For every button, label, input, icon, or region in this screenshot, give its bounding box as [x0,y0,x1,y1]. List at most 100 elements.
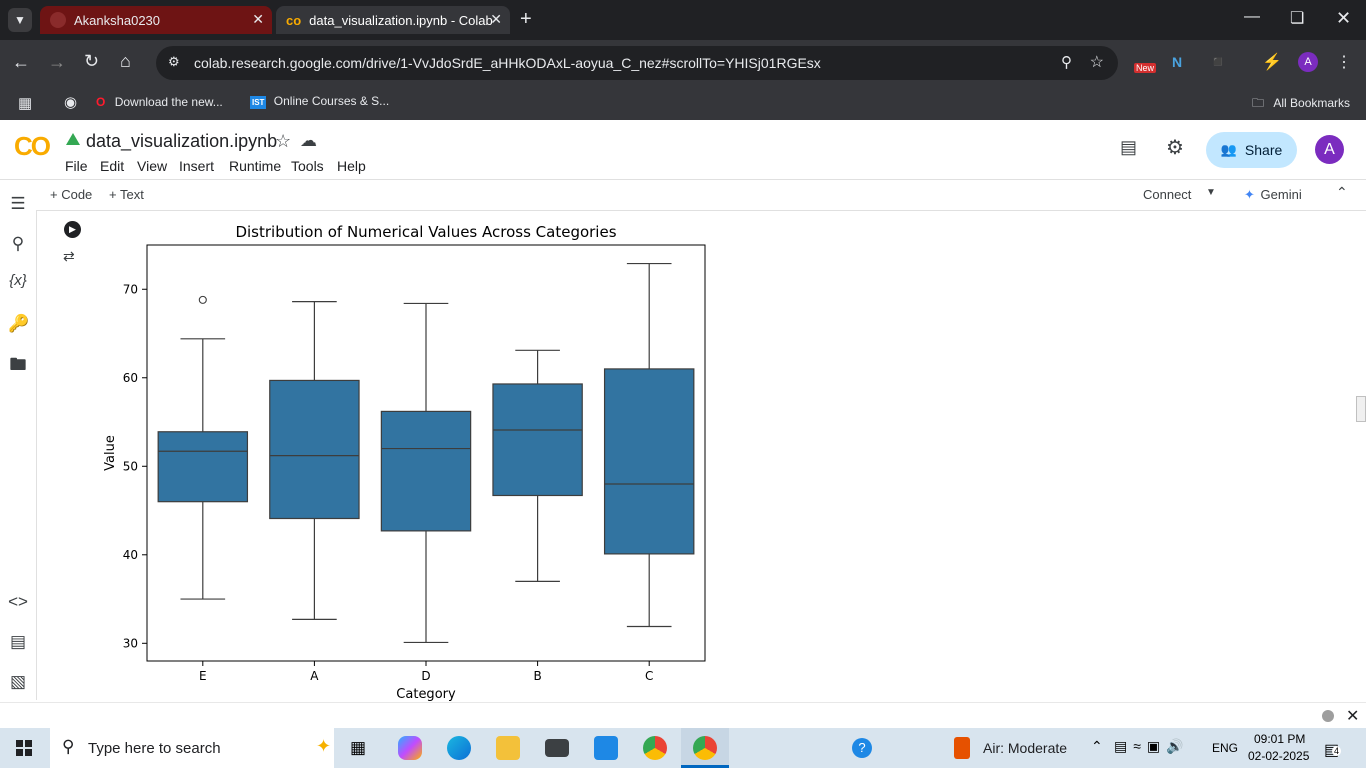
x-tick-label: A [310,669,319,683]
notebook-title[interactable]: data_visualization.ipynb [86,131,278,151]
scrollbar-thumb[interactable] [1356,396,1366,422]
site-info-icon[interactable]: ⚙ [168,54,180,69]
drive-icon [66,133,80,145]
secrets-key-icon[interactable]: 🔑 [8,314,30,333]
clock-date[interactable]: 02-02-2025 [1248,749,1310,763]
language-indicator[interactable]: ENG [1212,741,1239,755]
globe-icon[interactable]: ◉ [64,94,78,111]
performance-icon[interactable]: ⚡ [1262,54,1282,71]
reload-icon[interactable]: ↻ [84,51,100,71]
share-button[interactable]: 👥 Share [1206,132,1297,168]
zoom-icon[interactable]: ⚲ [1061,54,1072,71]
bookmark-label: Online Courses & S... [273,94,390,108]
vscode-icon[interactable] [594,736,618,760]
connect-dropdown-icon[interactable]: ▼ [1206,187,1216,198]
tab-search-button[interactable]: ▼ [8,8,32,32]
gemini-label: Gemini [1260,187,1302,202]
command-palette-icon[interactable]: ▤ [9,632,27,651]
minimize-button[interactable]: — [1244,8,1260,25]
bookmark-label: Download the new... [114,95,223,109]
colab-logo[interactable]: CO [14,131,51,161]
copilot-icon[interactable] [398,736,422,760]
gemini-sparkle-icon: ✦ [1244,187,1255,202]
tray-icons[interactable]: ▤≈▣🔊 [1114,738,1190,754]
settings-gear-icon[interactable]: ⚙ [1166,137,1184,159]
connect-button[interactable]: Connect [1143,187,1192,202]
mail-icon[interactable] [545,739,569,757]
search-placeholder: Type here to search [88,739,221,757]
add-code-button[interactable]: + Code [50,187,93,202]
tab-colab[interactable]: co data_visualization.ipynb - Colab ✕ [276,6,510,34]
help-icon[interactable]: ? [852,738,872,758]
bookmark-star-icon[interactable]: ☆ [1089,54,1104,71]
close-status-icon[interactable]: ✕ [1346,708,1360,725]
close-window-button[interactable]: ✕ [1336,8,1352,28]
windows-start-icon[interactable] [16,740,32,756]
restore-button[interactable]: ❏ [1290,10,1305,27]
close-tab-icon[interactable]: ✕ [252,11,264,27]
table-of-contents-icon[interactable]: ☰ [10,194,26,213]
people-icon: 👥 [1220,142,1237,157]
x-axis-label: Category [396,687,456,701]
colab-favicon-icon: co [286,12,302,28]
home-icon[interactable]: ⌂ [120,51,131,71]
profile-avatar[interactable]: A [1298,52,1318,72]
terminal-icon[interactable]: ▧ [9,672,27,691]
clock-time[interactable]: 09:01 PM [1254,732,1306,746]
forward-icon[interactable]: → [48,52,66,72]
share-label: Share [1244,142,1283,158]
x-tick-label: D [421,669,430,683]
gemini-button[interactable]: ✦ Gemini [1244,187,1302,203]
bookmark-ist[interactable]: IST Online Courses & S... [250,94,390,109]
x-tick-label: E [199,669,207,683]
y-tick-label: 70 [123,282,138,296]
apps-grid-icon[interactable]: ▦ [18,95,33,112]
chrome-icon-active[interactable] [693,736,717,760]
back-icon[interactable]: ← [12,52,30,72]
tray-chevron-icon[interactable]: ⌃ [1091,738,1103,754]
run-cell-button[interactable]: ▶ [64,221,81,238]
browser-menu-icon[interactable]: ⋮ [1336,54,1352,71]
menu-insert[interactable]: Insert [179,158,215,174]
notebook-toolbar: + Code + Text Connect ▼ ✦ Gemini ⌃ [36,180,1366,211]
address-bar-row: ← → ↻ ⌂ ⚙ colab.research.google.com/driv… [0,40,1366,86]
menu-help[interactable]: Help [337,158,366,174]
search-icon[interactable]: ⚲ [11,234,25,253]
extension-n-icon[interactable]: N [1172,54,1183,70]
chrome-icon[interactable] [643,736,667,760]
menu-tools[interactable]: Tools [291,158,324,174]
code-snippets-icon[interactable]: <> [8,592,28,611]
status-dot-icon [1322,710,1334,722]
ist-icon: IST [250,96,267,109]
extension-new-icon[interactable]: New [1134,50,1158,74]
collapse-chevron-icon[interactable]: ⌃ [1336,184,1348,200]
close-tab-icon[interactable]: ✕ [490,11,502,27]
comments-icon[interactable]: ▤ [1120,137,1138,157]
files-folder-icon[interactable]: 🖿 [9,355,27,374]
box-D [380,302,472,644]
taskbar-search-box[interactable]: ⚲ Type here to search ✦ [50,728,334,768]
variables-icon[interactable]: {x} [9,272,27,289]
new-tab-button[interactable]: + [520,8,532,30]
all-bookmarks-button[interactable]: 🗀 All Bookmarks [1252,94,1350,115]
notifications-button[interactable]: ▤ 4 [1324,740,1342,760]
weather-text[interactable]: Air: Moderate [983,740,1068,756]
extensions-icon[interactable]: ◾ [1208,54,1228,71]
bookmark-opera[interactable]: O Download the new... [96,95,223,109]
menu-view[interactable]: View [137,158,168,174]
add-text-button[interactable]: + Text [109,187,144,202]
tab-github[interactable]: Akanksha0230 ✕ [40,6,272,34]
edge-icon[interactable] [447,736,471,760]
file-explorer-icon[interactable] [496,736,520,760]
star-icon[interactable]: ☆ [275,131,292,151]
tab-title: Akanksha0230 [74,12,161,28]
menu-runtime[interactable]: Runtime [229,158,282,174]
windows-taskbar: ⚲ Type here to search ✦ ▦ ? Air: Moderat… [0,728,1366,768]
task-view-icon[interactable]: ▦ [350,738,367,757]
menu-file[interactable]: File [65,158,88,174]
menu-edit[interactable]: Edit [100,158,125,174]
output-options-icon[interactable]: ⇄ [63,248,75,264]
account-avatar[interactable]: A [1315,135,1344,164]
all-bookmarks-label: All Bookmarks [1273,96,1351,110]
url-bar[interactable]: ⚙ colab.research.google.com/drive/1-VvJd… [156,46,1118,80]
